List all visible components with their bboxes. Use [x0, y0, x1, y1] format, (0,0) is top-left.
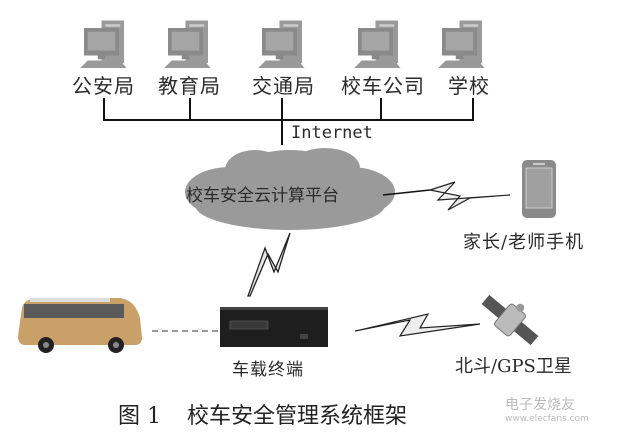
wireless-link-satellite — [354, 313, 481, 337]
figure-title: 校车安全管理系统框架 — [187, 404, 408, 429]
phone-icon — [522, 160, 556, 218]
phone-label: 家长/老师手机 — [463, 232, 585, 253]
computer-icon-police — [80, 20, 127, 68]
cloud-platform-label: 校车安全云计算平台 — [186, 186, 339, 206]
figure-caption: 图 1 校车安全管理系统框架 — [118, 398, 407, 430]
vehicle-terminal-icon — [220, 307, 328, 347]
computer-icon-transport — [258, 20, 305, 68]
wireless-link-phone — [382, 181, 511, 211]
cloud-icon — [185, 148, 395, 230]
watermark: 电子发烧友 www.elecfans.com — [505, 398, 589, 426]
computer-icon-education — [164, 20, 211, 68]
satellite-label: 北斗/GPS卫星 — [455, 356, 572, 377]
satellite-icon — [481, 294, 539, 346]
node-label-education: 教育局 — [158, 74, 221, 98]
watermark-url: www.elecfans.com — [505, 414, 589, 424]
watermark-text: 电子发烧友 — [505, 397, 575, 413]
node-label-transport: 交通局 — [252, 74, 315, 98]
node-label-bus-company: 校车公司 — [341, 74, 425, 98]
node-label-school: 学校 — [448, 74, 490, 98]
school-bus-image — [18, 298, 142, 353]
figure-number: 图 1 — [118, 404, 161, 429]
computer-icon-bus-company — [354, 20, 401, 68]
computer-icon-school — [438, 20, 485, 68]
network-bus — [103, 98, 474, 145]
terminal-label: 车载终端 — [232, 360, 304, 380]
wireless-link-terminal — [247, 232, 291, 297]
node-label-police: 公安局 — [72, 74, 135, 98]
internet-label: Internet — [291, 123, 373, 143]
